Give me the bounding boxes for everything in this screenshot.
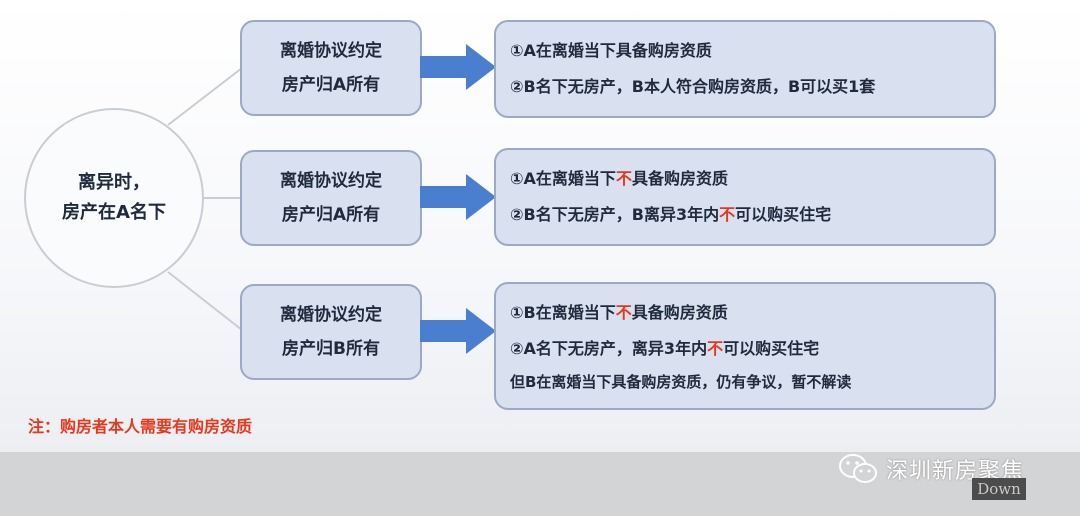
condition-3-owner: B <box>333 339 346 359</box>
result-box-2: ①A在离婚当下不具备购房资质 ②B名下无房产，B离异3年内不可以购买住宅 <box>494 148 996 246</box>
result-box-3: ①B在离婚当下不具备购房资质 ②A名下无房产，离异3年内不可以购买住宅 但B在离… <box>494 282 996 410</box>
result-2-line-2-post: 可以购买住宅 <box>735 205 832 224</box>
condition-2-line-2: 房产归A所有 <box>282 198 380 232</box>
result-box-1: ①A在离婚当下具备购房资质 ②B名下无房产，B本人符合购房资质，B可以买1套 <box>494 20 996 118</box>
condition-1-pre: 房产归 <box>281 75 333 95</box>
root-line-1: 离异时， <box>78 172 150 193</box>
footnote: 注：购房者本人需要有购房资质 <box>28 417 253 436</box>
result-3-line-2-post: 可以购买住宅 <box>723 339 820 358</box>
wechat-icon <box>839 454 877 483</box>
result-2-line-2-highlight: 不 <box>719 205 736 224</box>
result-2-line-2-pre: ②B名下无房产，B离异3年内 <box>510 205 720 224</box>
condition-3-line-2: 房产归B所有 <box>282 332 380 366</box>
result-3-line-2-highlight: 不 <box>707 339 724 358</box>
condition-2-line-1: 离婚协议约定 <box>280 171 382 191</box>
result-3-line-1: ①B在离婚当下不具备购房资质 <box>510 295 980 331</box>
result-3-line-3: 但B在离婚当下具备购房资质，仍有争议，暂不解读 <box>510 373 852 391</box>
condition-2-owner: A <box>332 205 347 225</box>
condition-1-post: 所有 <box>346 75 381 95</box>
condition-box-3: 离婚协议约定 房产归B所有 <box>240 284 422 380</box>
result-3-line-2-pre: ②A名下无房产，离异3年内 <box>510 339 708 358</box>
condition-3-line-1: 离婚协议约定 <box>280 305 382 325</box>
connector-line-top <box>167 67 243 126</box>
condition-3-pre: 房产归 <box>282 339 334 359</box>
condition-box-1: 离婚协议约定 房产归A所有 <box>240 20 422 116</box>
result-2-line-1-post: 具备购房资质 <box>631 169 728 188</box>
condition-2-pre: 房产归 <box>281 205 333 225</box>
result-3-line-1-pre: ①B在离婚当下 <box>510 303 616 322</box>
arrow-icon-2 <box>420 174 496 220</box>
result-1-line-2: ②B名下无房产，B本人符合购房资质，B可以买1套 <box>510 77 876 96</box>
condition-1-line-1: 离婚协议约定 <box>280 41 382 61</box>
condition-2-post: 所有 <box>346 205 381 225</box>
result-1-line-1: ①A在离婚当下具备购房资质 <box>510 41 712 60</box>
down-tag: Down <box>972 478 1026 500</box>
result-2-line-1-highlight: 不 <box>615 169 632 188</box>
root-line-2: 房产在A名下 <box>62 202 166 223</box>
condition-1-owner: A <box>332 75 347 95</box>
result-2-line-2: ②B名下无房产，B离异3年内不可以购买住宅 <box>510 197 980 233</box>
result-3-line-1-post: 具备购房资质 <box>631 303 728 322</box>
condition-box-2: 离婚协议约定 房产归A所有 <box>240 150 422 246</box>
condition-1-line-2: 房产归A所有 <box>282 68 380 102</box>
result-2-line-1: ①A在离婚当下不具备购房资质 <box>510 161 980 197</box>
result-3-line-2: ②A名下无房产，离异3年内不可以购买住宅 <box>510 331 980 367</box>
connector-line-bottom <box>167 271 243 331</box>
arrow-icon-1 <box>420 44 496 90</box>
result-2-line-1-pre: ①A在离婚当下 <box>510 169 616 188</box>
arrow-icon-3 <box>420 308 496 354</box>
bottom-band <box>0 452 1080 516</box>
condition-3-post: 所有 <box>345 339 380 359</box>
result-3-line-1-highlight: 不 <box>615 303 632 322</box>
root-node: 离异时， 房产在A名下 <box>24 108 204 288</box>
